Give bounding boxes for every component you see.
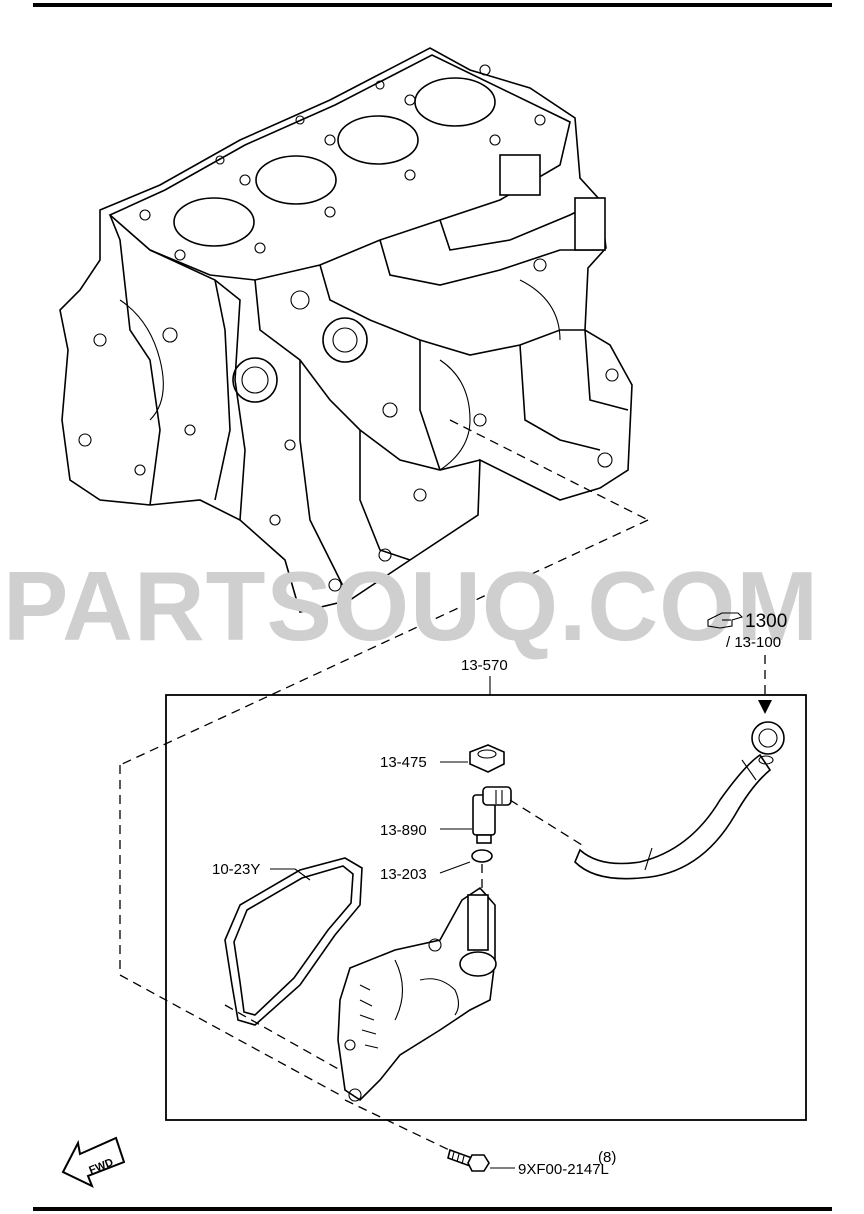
label-13-570: 13-570 [461, 657, 508, 674]
oil-separator-part [337, 886, 497, 1102]
ref-number: 1300 [745, 611, 787, 632]
gasket-part [224, 857, 363, 1026]
watermark: PARTSOUQ.COM [3, 551, 819, 661]
pcv-valve-part [472, 786, 512, 844]
pointing-hand-icon [707, 612, 744, 629]
label-13-890: 13-890 [380, 822, 427, 839]
fwd-arrow-icon: FWD [61, 1136, 126, 1189]
o-ring-part [471, 849, 493, 863]
label-13-203: 13-203 [380, 866, 427, 883]
ventilation-hose [574, 721, 785, 880]
ref-subref: / 13-100 [726, 634, 781, 651]
label-10-23Y: 10-23Y [212, 861, 260, 878]
label-13-475: 13-475 [380, 754, 427, 771]
reference-callout: 1300 / 13-100 [707, 611, 787, 651]
assembly-box [165, 694, 807, 1121]
bolt-part [447, 1148, 490, 1172]
nut-part [469, 744, 505, 773]
cylinder-block [59, 47, 633, 613]
label-bolt: 9XF00-2147L [518, 1161, 609, 1178]
block-leader [449, 419, 649, 521]
label-bolt-qty: (8) [598, 1149, 616, 1166]
